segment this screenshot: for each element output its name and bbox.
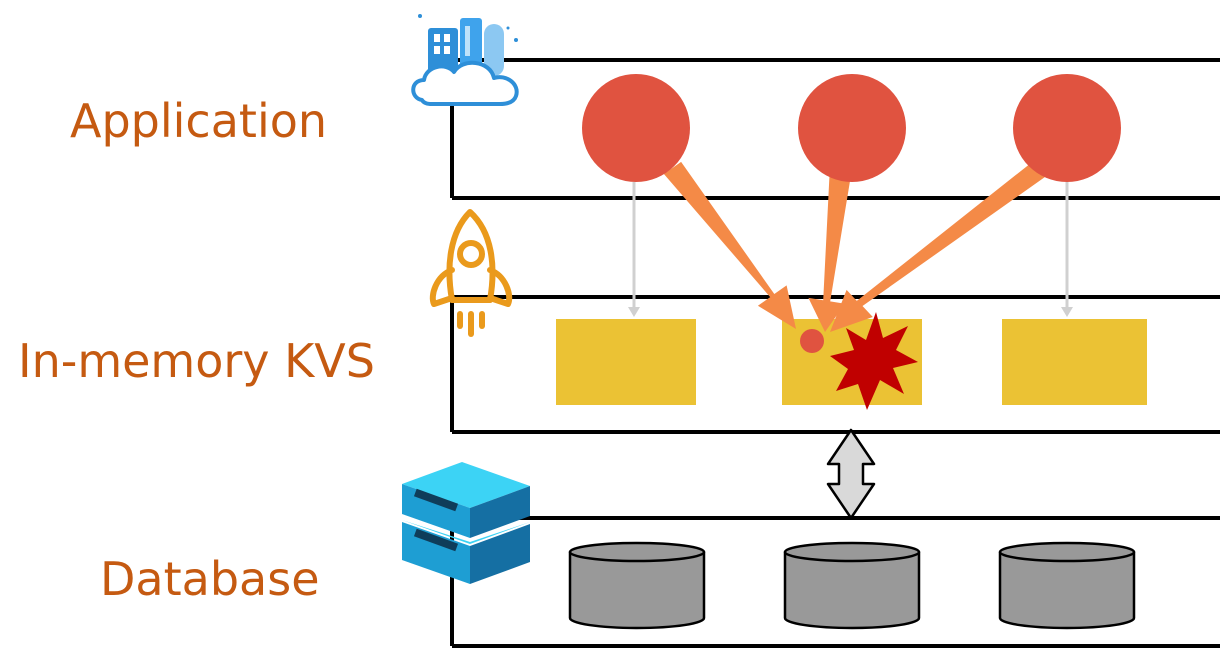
sync-double-arrow (826, 428, 876, 520)
kvs-label: In-memory KVS (18, 334, 375, 388)
hot-key-burst-icon (830, 312, 918, 410)
client-node-3 (1013, 74, 1121, 182)
rocket-icon (429, 209, 513, 337)
client-node-2 (798, 74, 906, 182)
hot-request-arrows (663, 161, 1046, 332)
hot-request-arrow-1 (663, 161, 796, 329)
kvs-layer (450, 295, 1220, 434)
server-stack-icon (402, 462, 530, 584)
db-cylinder-1 (568, 541, 706, 630)
hot-key-marker (800, 329, 824, 353)
application-label: Application (70, 94, 328, 148)
database-layer (450, 516, 1220, 648)
cloud-buildings-icon (411, 14, 519, 106)
db-cylinder-2 (783, 541, 921, 630)
kv-item-1 (556, 319, 696, 405)
database-label: Database (100, 552, 320, 606)
client-node-1 (582, 74, 690, 182)
hot-request-arrow-2 (808, 175, 851, 332)
hot-request-arrow-3 (830, 163, 1046, 332)
kv-item-3 (1002, 319, 1147, 405)
db-cylinder-3 (998, 541, 1136, 630)
